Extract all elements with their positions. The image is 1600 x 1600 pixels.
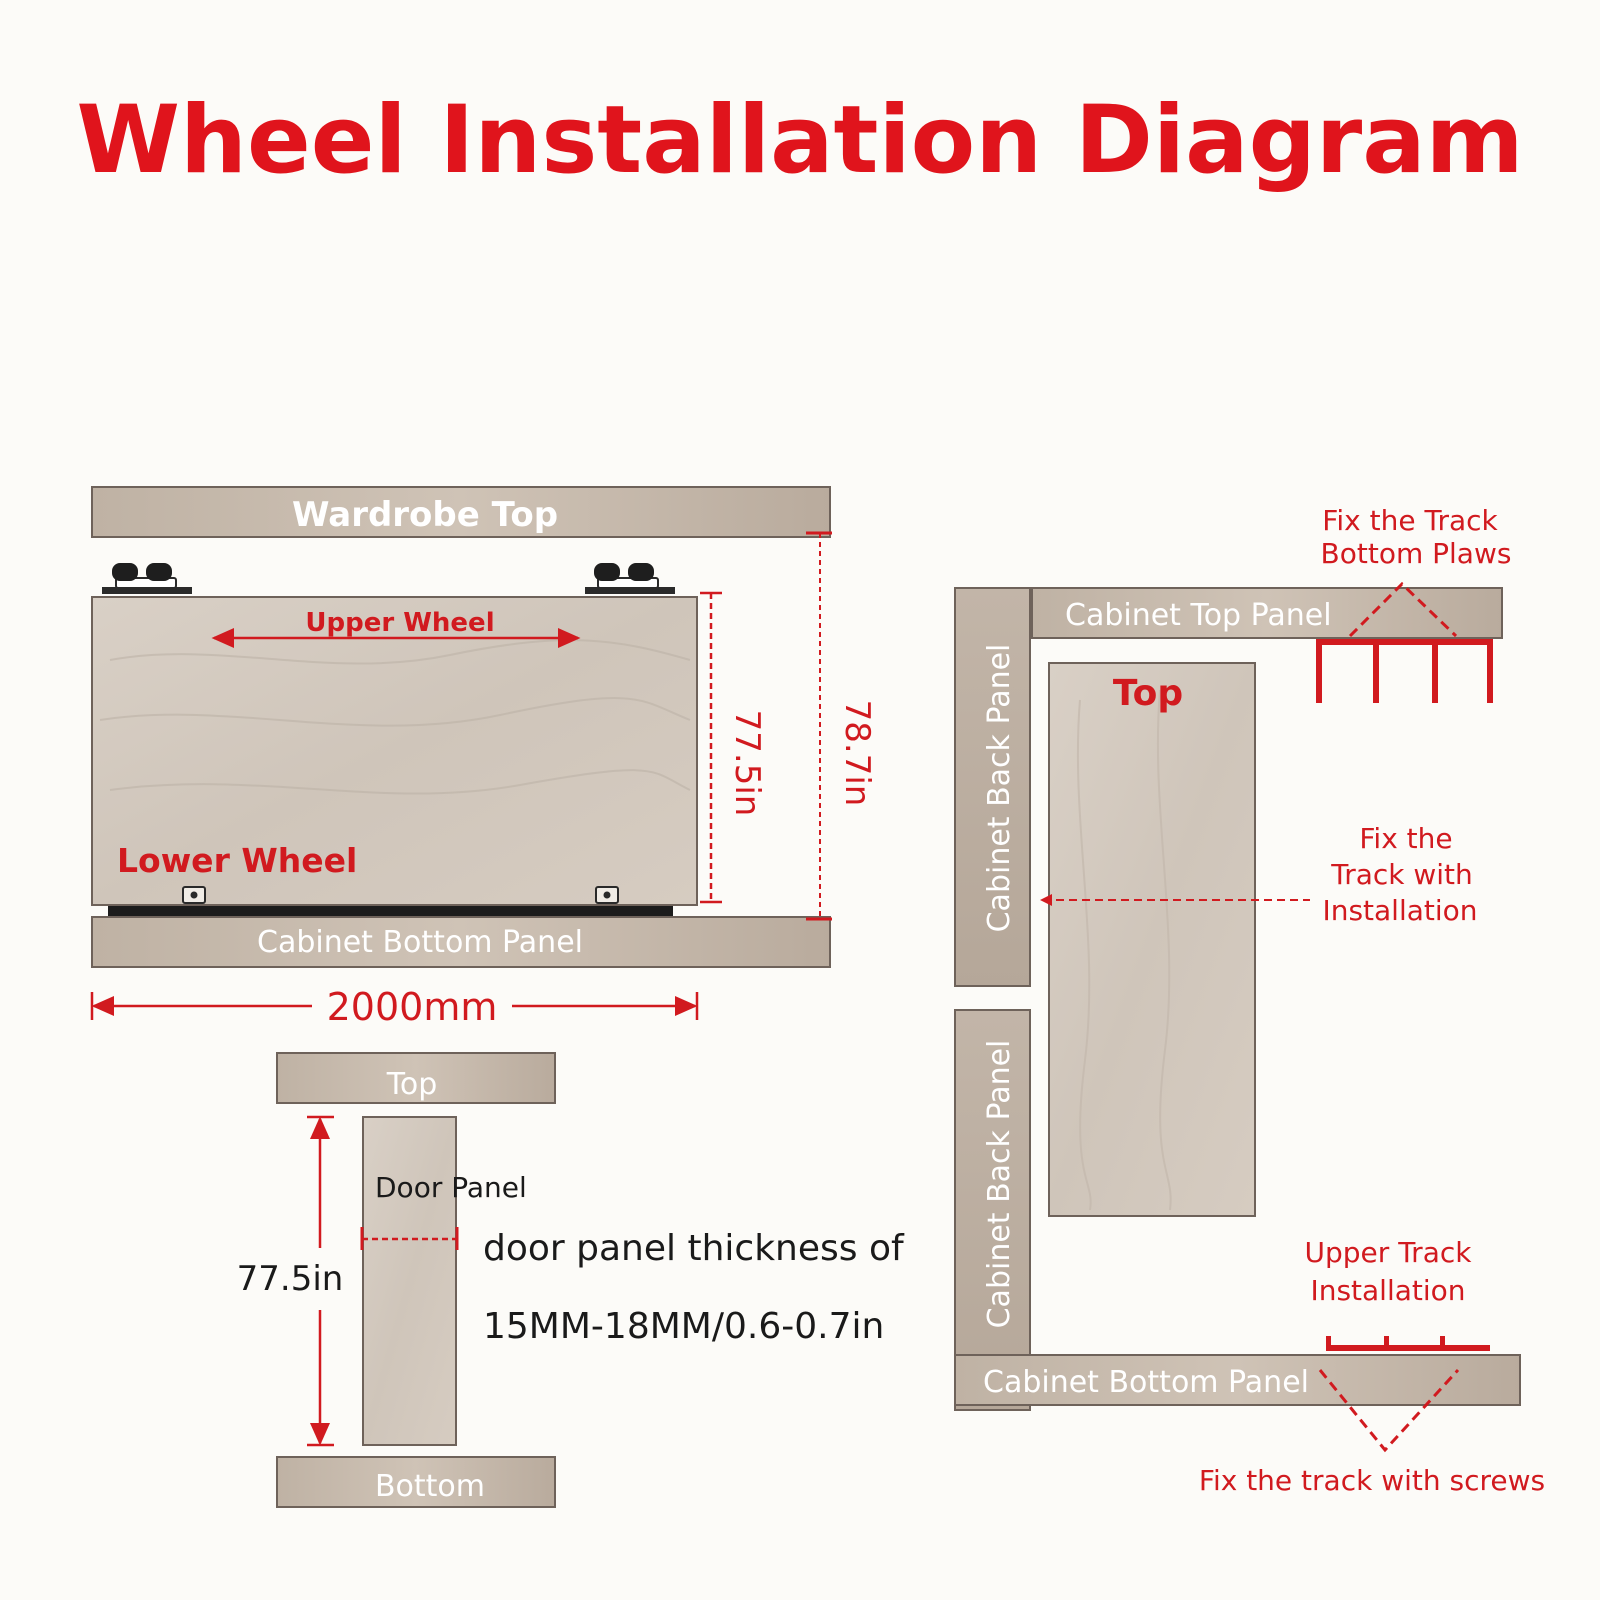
cabinet-bottom-panel-label: Cabinet Bottom Panel xyxy=(257,925,583,960)
upper-track-claws-icon xyxy=(1316,639,1493,703)
cabinet-back-panel-lower xyxy=(954,1009,1031,1411)
top-fix-indicator xyxy=(1348,581,1458,638)
door-top-label: Top xyxy=(1113,673,1183,714)
cabinet-top-panel-label: Cabinet Top Panel xyxy=(1065,598,1332,633)
upper-track-line2: Installation xyxy=(1310,1274,1465,1307)
cabinet-top-panel-board xyxy=(1031,587,1503,639)
bottom-track-icon xyxy=(1326,1336,1490,1351)
fix-screws-label: Fix the track with screws xyxy=(1199,1464,1545,1497)
side-door-panel xyxy=(362,1116,457,1446)
total-height-label: 78.7in xyxy=(837,700,877,807)
fix-track-bottom-line1: Fix the Track xyxy=(1322,504,1498,537)
track-view: Fix the Track Bottom Plaws Cabinet Top P… xyxy=(954,504,1545,1497)
upper-wheel-right-icon xyxy=(585,563,675,594)
side-height-label: 77.5in xyxy=(237,1259,344,1299)
lower-wheel-label: Lower Wheel xyxy=(117,841,357,880)
side-bottom-label: Bottom xyxy=(375,1469,485,1504)
fix-track-bottom-line2: Bottom Plaws xyxy=(1321,537,1512,570)
door-height-label: 77.5in xyxy=(727,710,767,817)
door-panel-label: Door Panel xyxy=(375,1171,527,1204)
track-cabinet-bottom-label: Cabinet Bottom Panel xyxy=(983,1365,1309,1400)
width-label: 2000mm xyxy=(327,985,498,1029)
lower-track xyxy=(108,906,673,917)
side-view: Top Door Panel 77.5in Bottom door panel … xyxy=(237,1052,905,1508)
cabinet-back-panel-upper xyxy=(954,587,1031,987)
upper-track-line1: Upper Track xyxy=(1305,1236,1473,1269)
lower-wheel-right-icon xyxy=(595,886,619,904)
track-cabinet-bottom-board xyxy=(954,1354,1521,1406)
fix-install-line2: Track with xyxy=(1330,858,1473,891)
thickness-text-line1: door panel thickness of xyxy=(483,1228,905,1269)
fix-install-line1: Fix the xyxy=(1359,822,1452,855)
upper-wheel-label: Upper Wheel xyxy=(305,608,494,638)
cabinet-bottom-board xyxy=(91,916,831,968)
side-top-board xyxy=(276,1052,556,1104)
upper-wheel-left-icon xyxy=(102,563,192,594)
page-title: Wheel Installation Diagram xyxy=(76,86,1523,195)
bottom-fix-indicator xyxy=(1318,1368,1460,1453)
wardrobe-top-board xyxy=(91,486,831,538)
lower-wheel-left-icon xyxy=(182,886,206,904)
thickness-text-line2: 15MM-18MM/0.6-0.7in xyxy=(483,1306,884,1347)
back-panel-lower-label: Cabinet Back Panel xyxy=(982,1040,1017,1329)
back-panel-upper-label: Cabinet Back Panel xyxy=(982,644,1017,933)
door-panel xyxy=(91,596,698,906)
side-bottom-board xyxy=(276,1456,556,1508)
wardrobe-top-label: Wardrobe Top xyxy=(292,495,558,535)
front-view: Wardrobe Top Upper Wheel Lower Wheel xyxy=(90,486,877,1029)
fix-install-line3: Installation xyxy=(1322,894,1477,927)
track-view-door-panel xyxy=(1048,662,1256,1217)
side-top-label: Top xyxy=(386,1067,438,1102)
